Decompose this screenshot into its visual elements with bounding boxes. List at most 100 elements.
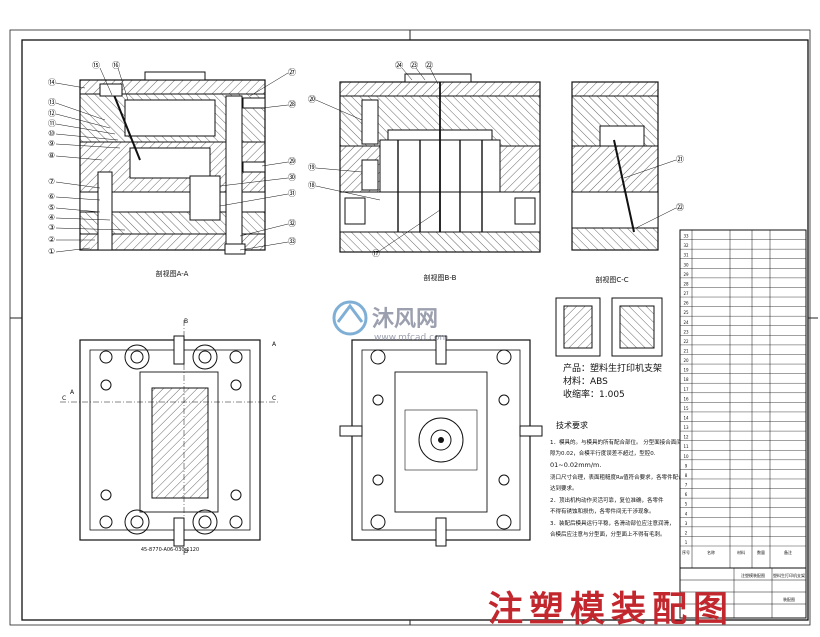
svg-text:④: ④	[48, 213, 55, 222]
svg-text:C: C	[272, 395, 276, 402]
callout: ⑯	[112, 61, 129, 101]
svg-text:⑭: ⑭	[48, 78, 56, 87]
parts-row-number: 31	[683, 253, 689, 258]
svg-text:名称: 名称	[707, 549, 715, 555]
callout: ⑫	[48, 109, 111, 129]
parts-row-number: 15	[683, 406, 689, 411]
callout: ③	[48, 223, 126, 232]
note-line: 浇口尺寸合理，表面粗糙度Ra值符合要求，各零件配合精度	[550, 473, 695, 481]
parts-row-number: 21	[683, 348, 689, 353]
technical-notes: 技术要求 1．模具的。与模具的所有配合部位。 分型面接合面间 隙为0.02，合模…	[550, 420, 695, 538]
svg-text:www.mfcad.com: www.mfcad.com	[374, 333, 448, 343]
product-line: 产品：塑料生打印机支架	[563, 362, 662, 374]
svg-text:㉘: ㉘	[288, 100, 296, 109]
callout: ②	[48, 235, 95, 244]
callout: ⑳	[308, 95, 363, 121]
title-cell: 塑料生打印机支架	[773, 572, 805, 578]
parts-row-number: 29	[683, 272, 689, 277]
watermark: 沐风网 www.mfcad.com	[332, 300, 448, 343]
svg-text:㉒: ㉒	[425, 61, 433, 70]
svg-text:㉒: ㉒	[676, 203, 684, 212]
callout: ㉒	[425, 61, 439, 85]
svg-text:⑱: ⑱	[308, 181, 316, 190]
svg-text:㉙: ㉙	[288, 157, 296, 166]
note-line: 达到要求。	[550, 484, 578, 492]
parts-row-number: 6	[685, 492, 688, 497]
note-line: 不得有锈蚀和损伤，各零件间无干涉现象。	[550, 507, 655, 515]
parts-row-number: 32	[683, 243, 689, 248]
drawing-title: 注塑模装配图	[488, 589, 735, 630]
svg-text:B: B	[184, 548, 188, 555]
svg-text:⑩: ⑩	[48, 129, 55, 138]
parts-row-number: 12	[683, 435, 689, 440]
svg-text:㉝: ㉝	[288, 237, 296, 246]
callout: ⑲	[308, 163, 363, 173]
note-line: 隙为0.02，合模平行度误差不超过，型腔0.	[550, 449, 656, 457]
parts-row-number: 10	[683, 454, 689, 459]
parts-row-number: 16	[683, 396, 689, 401]
svg-text:数量: 数量	[757, 549, 765, 555]
svg-text:⑲: ⑲	[308, 163, 316, 172]
product-thumbnails	[555, 297, 663, 357]
svg-text:⑧: ⑧	[48, 151, 55, 160]
inner-frame	[21, 39, 809, 621]
callout: ㉑	[623, 155, 684, 179]
svg-text:⑦: ⑦	[48, 177, 55, 186]
section-b-view	[339, 73, 541, 253]
section-c-label: 剖视图C-C	[595, 275, 628, 284]
parts-row-number: 20	[683, 358, 689, 363]
parts-row-number: 14	[683, 416, 689, 421]
parts-row-number: 19	[683, 368, 689, 373]
parts-row-number: 28	[683, 281, 689, 286]
callout: ⑧	[48, 151, 103, 161]
svg-text:⑨: ⑨	[48, 139, 55, 148]
callouts-b: ㉔ ㉓ ㉒ ⑳ ⑲ ⑱ ⑰	[308, 61, 441, 258]
svg-text:⑳: ⑳	[308, 95, 316, 104]
callout: ⑪	[48, 119, 116, 135]
parts-list-header: 序号 名称 材料 数量 备注	[682, 549, 792, 555]
svg-text:⑤: ⑤	[48, 203, 55, 212]
callout: ⑭	[48, 78, 86, 89]
plan-view-right	[339, 335, 543, 547]
callout: ㉙	[261, 157, 296, 167]
svg-text:⑫: ⑫	[48, 109, 56, 118]
callouts-a: ⑭ ⑮ ⑬ ⑫ ⑪ ⑩ ⑨ ⑧ ⑦ ⑥ ⑤ ④ ③ ② ① ⑯ ㉗ ㉘ ㉙ ㉚ …	[48, 61, 296, 256]
svg-text:⑰: ⑰	[372, 249, 380, 258]
parts-row-number: 2	[685, 530, 688, 535]
svg-text:C: C	[62, 395, 66, 402]
title-cell: 装配图	[783, 596, 795, 602]
plan-note: 45-8770-A06-030-1120	[141, 547, 199, 553]
section-a-view	[79, 71, 266, 255]
shrink-line: 收缩率：1.005	[563, 388, 625, 400]
callout: ⑨	[48, 139, 121, 149]
callouts-c: ㉑ ㉒	[623, 155, 684, 229]
parts-row-number: 33	[683, 234, 689, 239]
svg-text:沐风网: 沐风网	[372, 307, 438, 332]
callout: ㉘	[261, 100, 296, 109]
callout: ㉜	[239, 219, 296, 237]
parts-row-number: 24	[683, 320, 689, 325]
parts-row-number: 17	[683, 387, 689, 392]
svg-text:㉔: ㉔	[395, 61, 403, 70]
callout: ㉒	[635, 203, 684, 229]
callout: ㉔	[395, 61, 413, 81]
parts-row-number: 7	[685, 483, 688, 488]
svg-text:㉑: ㉑	[676, 155, 684, 164]
section-markers-left: B B C C A A	[62, 318, 277, 555]
svg-text:材料: 材料	[737, 549, 745, 555]
note-line: 2．顶出机构动作灵活可靠，复位准确，各零件	[550, 496, 664, 504]
parts-row-number: 23	[683, 329, 689, 334]
callout: ⑱	[308, 181, 381, 201]
parts-row-number: 3	[685, 521, 688, 526]
parts-row-number: 25	[683, 310, 689, 315]
note-line: 合模后应注意与分型面，分型面上不得有毛刺。	[550, 530, 666, 538]
note-line: 3．装配后模具运行平稳，各滑动部位应注意润滑，	[550, 519, 675, 527]
callout: ⑬	[48, 98, 106, 121]
section-b-label: 剖视图B-B	[424, 273, 457, 282]
callout: ㉗	[249, 68, 296, 97]
callout: ⑩	[48, 129, 119, 141]
svg-text:A: A	[272, 341, 277, 348]
svg-text:㉜: ㉜	[288, 219, 296, 228]
notes-heading: 技术要求	[556, 420, 588, 430]
material-line: 材料：ABS	[563, 375, 608, 387]
